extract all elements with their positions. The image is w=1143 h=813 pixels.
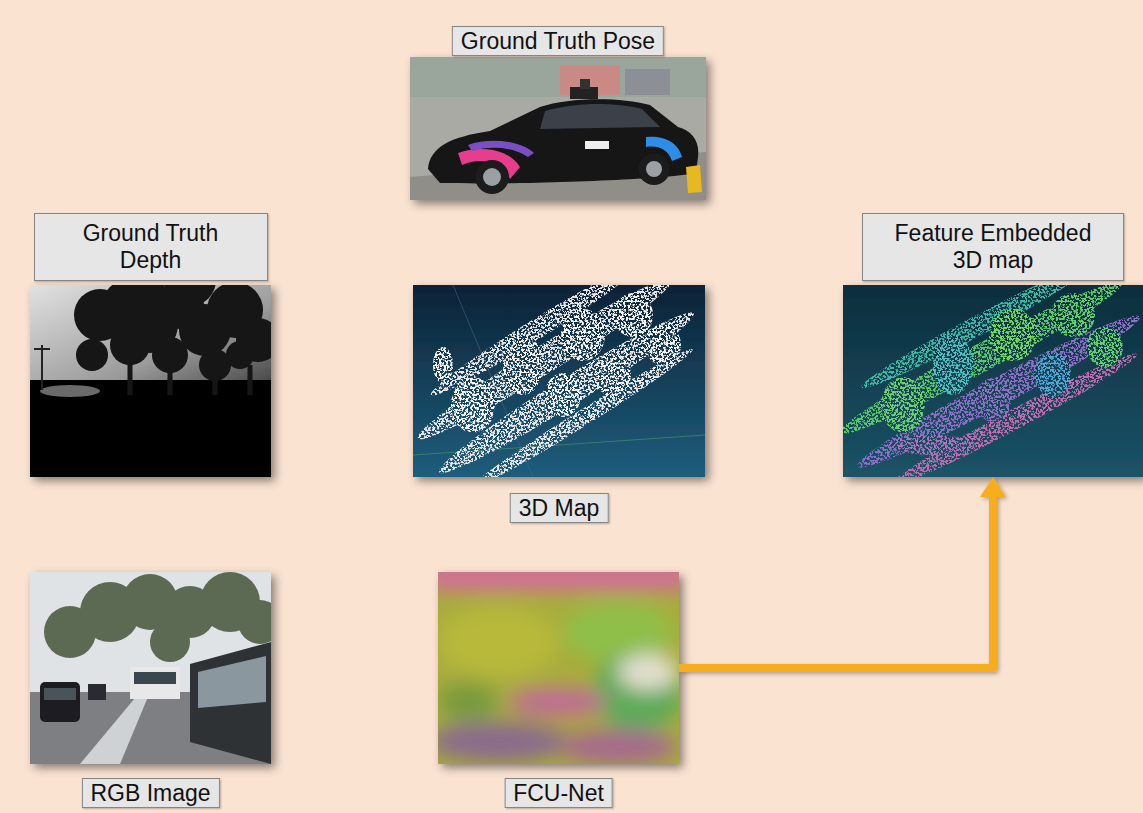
point-cloud-map (397, 246, 714, 505)
image-panel: Ground Truth Pose (410, 57, 706, 200)
label-holder: 3D Map (510, 493, 609, 523)
flow-arrow (271, 377, 393, 385)
label-holder: Ground Truth Pose (452, 26, 664, 56)
flow-arrow (705, 377, 823, 385)
feature-image (428, 562, 689, 765)
panel-label: 3D Map (510, 493, 609, 523)
image-panel: Ground Truth Depth (30, 285, 271, 477)
panel-label: Feature Embedded 3D map (862, 213, 1124, 281)
label-holder: Ground Truth Depth (34, 213, 268, 281)
panel-label: RGB Image (81, 778, 219, 808)
image-panel: Feature Embedded 3D map (843, 285, 1143, 477)
flow-arrow (558, 200, 566, 265)
image-panel: 3D Map (413, 285, 705, 477)
label-holder: Feature Embedded 3D map (862, 213, 1124, 281)
panel-label: Ground Truth Depth (34, 213, 268, 281)
panel-label: Ground Truth Pose (452, 26, 664, 56)
flow-arrow (271, 664, 418, 672)
depth-image (30, 254, 280, 477)
street-photo (30, 572, 282, 764)
label-holder: FCU-Net (504, 778, 613, 808)
panel-label: FCU-Net (504, 778, 613, 808)
image-panel: RGB Image (30, 572, 271, 764)
car-photo (410, 57, 706, 200)
image-panel: FCU-Net (438, 572, 679, 764)
feature-map (821, 248, 1143, 504)
label-holder: RGB Image (81, 778, 219, 808)
flow-arrow (679, 497, 993, 668)
